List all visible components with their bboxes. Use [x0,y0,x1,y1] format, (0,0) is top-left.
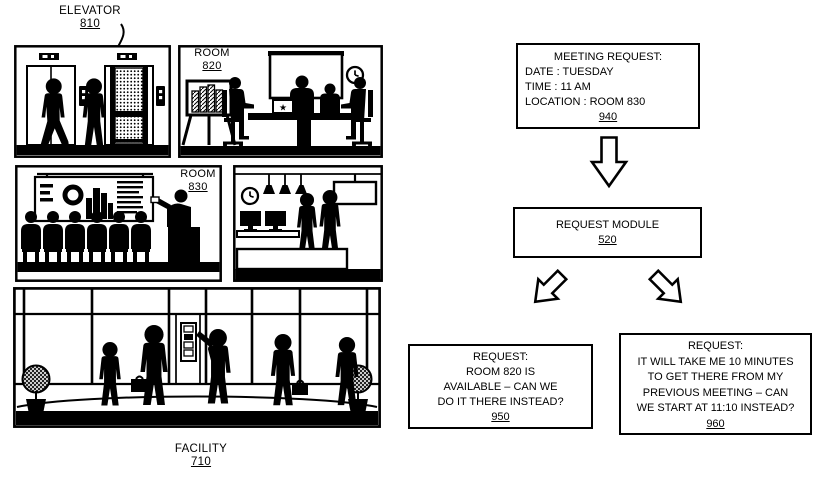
briefcase-icon [131,375,148,392]
request-room-ref: 950 [491,411,510,423]
person-silhouette [290,75,314,113]
room-830-label: ROOM 830 [172,168,224,194]
request-time-line: PREVIOUS MEETING – CAN [642,386,789,399]
pendant-lights [263,174,307,194]
building-lobby-scene [13,287,381,428]
elevator-label-text: ELEVATOR [59,5,121,17]
meeting-request-line: TIME : 11 AM [525,81,591,93]
meeting-request-box: MEETING REQUEST: DATE : TUESDAY TIME : 1… [516,43,700,129]
request-time-line: TO GET THERE FROM MY [647,371,784,383]
floor-band [235,269,381,280]
break-area-scene [233,165,383,282]
request-time-ref: 960 [706,417,725,430]
request-module-ref: 520 [598,234,617,246]
arrow-down-icon [589,136,629,189]
laptop-icon: ★ [272,99,294,114]
request-room-box: REQUEST: ROOM 820 IS AVAILABLE – CAN WE … [408,344,593,429]
presenter-at-podium [150,189,200,263]
arrow-down-right-icon [647,269,683,304]
room-820-ref: 820 [202,60,222,72]
request-room-line: AVAILABLE – CAN WE [443,381,558,393]
room-820-label: ROOM 820 [186,47,238,73]
arrow-down-left-icon [533,269,569,304]
request-room-line: REQUEST: [472,351,528,363]
request-room-line: ROOM 820 IS [465,366,536,378]
elevator-lobby-scene [14,45,171,158]
facility-label-text: FACILITY [174,443,228,455]
person-on-chair [222,77,254,147]
person-silhouette [320,83,340,113]
facility-label: FACILITY 710 [168,443,234,469]
back-counter [236,230,300,238]
potted-plant-icon [21,364,51,414]
conference-table [248,113,360,147]
request-time-line: WE START AT 11:10 INSTEAD? [636,402,795,414]
svg-text:★: ★ [279,103,287,113]
audience-silhouettes [21,211,151,263]
request-room-line: DO IT THERE INSTEAD? [437,396,564,408]
request-time-line: REQUEST: [687,340,743,352]
room-820-label-text: ROOM [194,47,230,59]
request-time-line: IT WILL TAKE ME 10 MINUTES [637,355,794,368]
elevator-label: ELEVATOR 810 [48,5,132,31]
clock-icon [240,186,260,206]
meeting-request-line: LOCATION : ROOM 830 [525,96,646,108]
room-830-ref: 830 [188,181,208,193]
request-module-box: REQUEST MODULE 520 [513,207,702,258]
meeting-request-title: MEETING REQUEST: [553,51,663,63]
directory-panel [180,322,197,362]
elevator-door-open [104,53,154,146]
presentation-room-scene [15,165,222,282]
floor-band [16,145,169,155]
briefcase-icon [292,379,308,395]
facility-ref: 710 [190,456,212,468]
elevator-ref: 810 [79,18,101,30]
screen-text-lines [117,181,143,214]
front-counter [235,247,349,271]
request-time-box: REQUEST: IT WILL TAKE ME 10 MINUTES TO G… [619,333,812,435]
meeting-room-scene: ★ [178,45,383,158]
floor-band [180,146,381,155]
floor-band [16,411,378,425]
meeting-request-line: DATE : TUESDAY [525,66,614,78]
room-830-label-text: ROOM [180,168,216,180]
floor-band [17,262,220,272]
meeting-request-ref: 940 [598,111,618,123]
request-module-title: REQUEST MODULE [555,219,660,231]
